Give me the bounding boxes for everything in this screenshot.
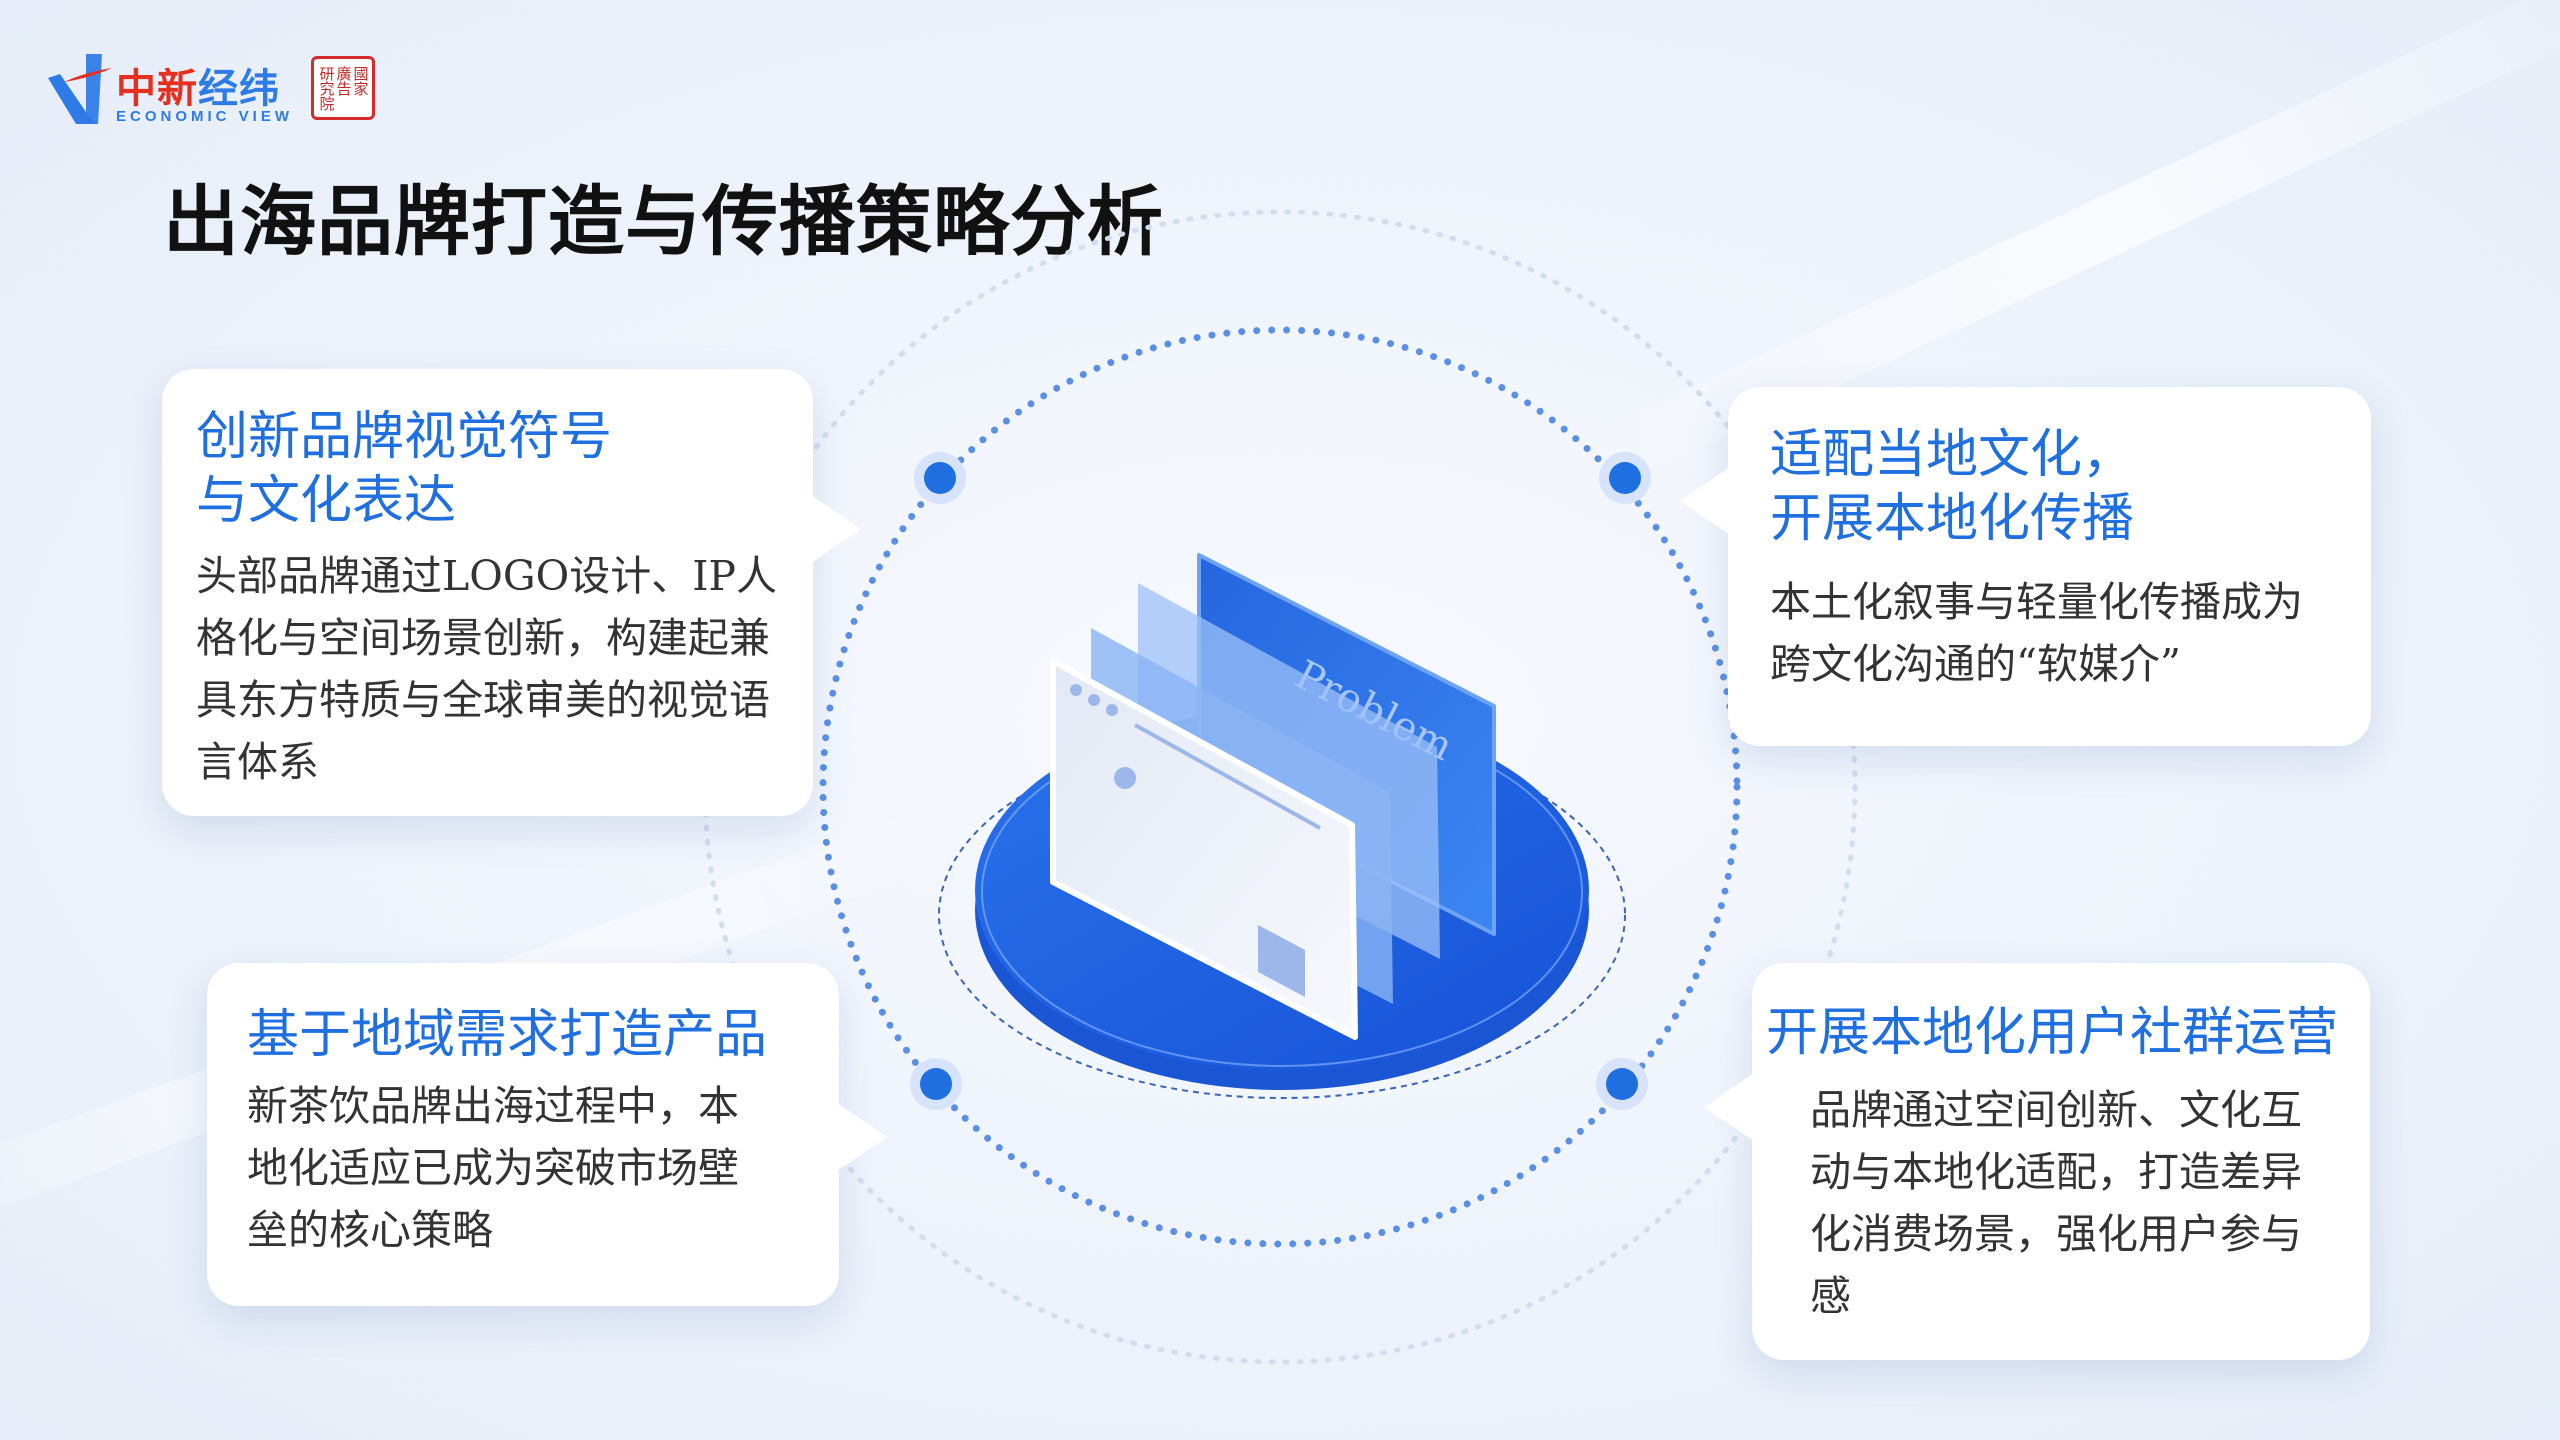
connector-dot [910, 1058, 962, 1110]
seal-column: 廣告 [334, 65, 353, 96]
window-line [1134, 723, 1321, 830]
card-heading: 基于地域需求打造产品 [247, 1005, 768, 1065]
card-local-culture: 适配当地文化，开展本地化传播 本土化叙事与轻量化传播成为跨文化沟通的“软媒介” [1680, 387, 2371, 746]
card-body: 本土化叙事与轻量化传播成为跨文化沟通的“软媒介” [1770, 578, 2303, 688]
institute-seal: 國家 廣告 研究院 [311, 56, 375, 120]
card-body: 品牌通过空间创新、文化互动与本地化适配，打造差异化消费场景，强化用户参与感 [1810, 1086, 2302, 1320]
window-circle [1114, 767, 1136, 789]
seal-column: 國家 [351, 65, 370, 96]
page-title: 出海品牌打造与传播策略分析 [163, 177, 1164, 266]
card-heading: 适配当地文化，开展本地化传播 [1770, 425, 2135, 549]
seal-column: 研究院 [317, 65, 336, 111]
dotted-ring [819, 326, 1741, 1248]
card-heading: 开展本地化用户社群运营 [1766, 1003, 2339, 1063]
card-pointer [1680, 467, 1730, 535]
connector-dot [914, 452, 966, 504]
connector-dot [1596, 1058, 1648, 1110]
card-pointer [837, 1103, 887, 1171]
card-body: 头部品牌通过LOGO设计、IP人格化与空间场景创新，构建起兼具东方特质与全球审美… [196, 552, 777, 786]
card-brand-visual: 创新品牌视觉符号与文化表达 头部品牌通过LOGO设计、IP人格化与空间场景创新，… [162, 369, 861, 816]
brand-logo: 中新经纬 ECONOMIC VIEW [46, 52, 386, 127]
window-square [1258, 925, 1305, 997]
card-pointer [1704, 1073, 1754, 1141]
card-regional-products: 基于地域需求打造产品 新茶饮品牌出海过程中，本地化适应已成为突破市场壁垒的核心策… [207, 963, 887, 1306]
logo-wordmark: 中新经纬 [116, 66, 280, 112]
connector-dot [1599, 452, 1651, 504]
logo-subtitle: ECONOMIC VIEW [116, 108, 294, 125]
card-pointer [811, 495, 861, 563]
card-heading: 创新品牌视觉符号与文化表达 [196, 407, 613, 531]
window-dots-icon [1070, 684, 1118, 716]
card-body: 新茶饮品牌出海过程中，本地化适应已成为突破市场壁垒的核心策略 [247, 1082, 739, 1254]
card-community-operations: 开展本地化用户社群运营 品牌通过空间创新、文化互动与本地化适配，打造差异化消费场… [1704, 963, 2370, 1360]
logo-mark-icon [48, 54, 112, 124]
